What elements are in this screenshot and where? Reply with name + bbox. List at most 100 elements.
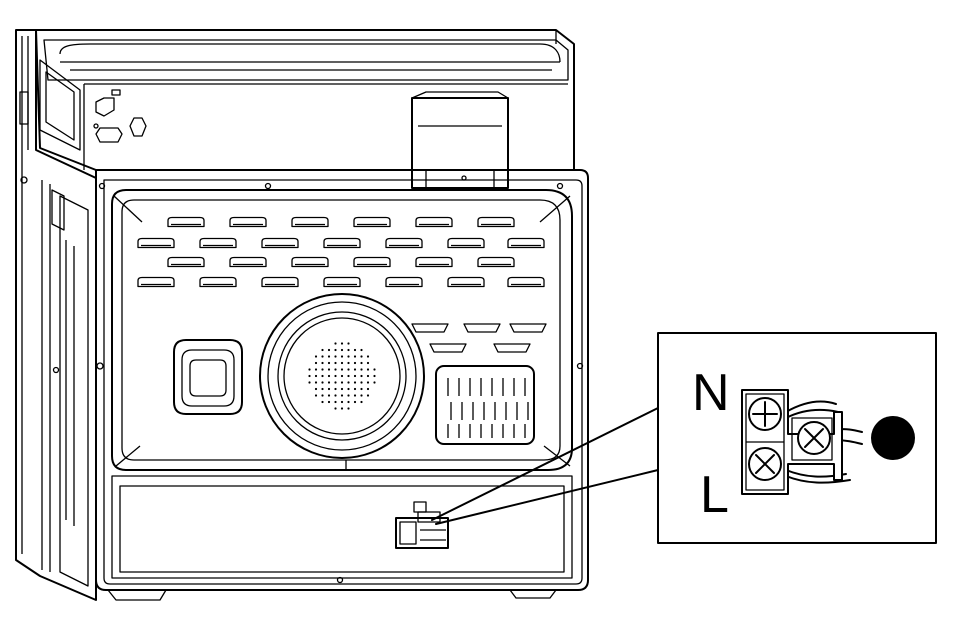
grille-dot: [373, 381, 376, 384]
grille-dot: [366, 355, 370, 358]
side-grille: [435, 365, 535, 445]
vent-slot: [447, 237, 485, 249]
grille-dot: [314, 368, 318, 371]
grille-dot: [373, 374, 376, 378]
grille-dot: [321, 355, 324, 358]
grille-dot: [334, 348, 337, 352]
vent-slot: [199, 237, 237, 249]
motor-cover: [411, 91, 509, 189]
grille-dot: [308, 368, 311, 371]
vent-slot: [385, 276, 423, 288]
grille-dot: [340, 381, 344, 384]
grille-dot: [347, 407, 350, 410]
grille-dot: [360, 368, 363, 371]
vent-slot: [415, 256, 453, 268]
terminal-detail-callout: N L: [657, 332, 937, 544]
grille-dot: [366, 381, 370, 384]
grille-dot: [353, 394, 357, 397]
vent-slot: [411, 323, 449, 333]
vent-slot: [199, 276, 237, 288]
grille-dot: [321, 394, 324, 397]
grille-dot: [314, 387, 318, 391]
grille-dot: [353, 374, 357, 378]
vent-slot: [167, 256, 205, 268]
grille-dot: [347, 387, 350, 391]
neutral-screw: [748, 397, 782, 431]
vent-slot: [137, 276, 175, 288]
live-screw: [748, 447, 782, 481]
grille-dot: [334, 400, 337, 404]
grille-dot: [321, 368, 324, 371]
oven-back-panel: [95, 169, 589, 601]
grille-dot: [334, 381, 337, 384]
live-label: L: [700, 466, 729, 524]
grille-dot: [321, 387, 324, 391]
vent-slot: [507, 276, 545, 288]
vent-slot: [261, 237, 299, 249]
grille-dot: [366, 361, 370, 365]
vent-slot: [463, 323, 501, 333]
grille-dot: [321, 381, 324, 384]
grille-dot: [340, 374, 344, 378]
grille-dot: [314, 394, 318, 397]
grille-dot: [366, 368, 370, 371]
vent-slot: [291, 256, 329, 268]
grille-dot: [321, 374, 324, 378]
grille-dot: [314, 355, 318, 358]
grille-dot: [340, 348, 344, 352]
grille-dot: [347, 381, 350, 384]
grille-dot: [353, 368, 357, 371]
grille-dot: [353, 400, 357, 404]
oven-terminal-block: [395, 501, 449, 549]
grille-dot: [360, 361, 363, 365]
grille-dot: [334, 361, 337, 365]
fan-grille-dots: [308, 342, 376, 410]
grille-dot: [360, 374, 363, 378]
vent-slot: [415, 216, 453, 228]
grille-dot: [347, 348, 350, 352]
grille-dot: [347, 394, 350, 397]
grille-dot: [340, 387, 344, 391]
grille-dot: [360, 387, 363, 391]
grille-dot: [347, 342, 350, 345]
vent-slot: [353, 256, 391, 268]
grille-dot: [353, 381, 357, 384]
grille-dot: [340, 342, 344, 345]
grille-dot: [334, 368, 337, 371]
grille-dot: [334, 342, 337, 345]
vent-slot: [229, 216, 267, 228]
grille-dot: [327, 355, 331, 358]
grille-dot: [340, 400, 344, 404]
grille-dot: [360, 355, 363, 358]
grille-dot: [340, 394, 344, 397]
grille-dot: [334, 387, 337, 391]
vent-slot: [477, 216, 515, 228]
grille-dot: [334, 407, 337, 410]
vent-slot: [447, 276, 485, 288]
grille-dot: [327, 368, 331, 371]
vent-slot: [323, 237, 361, 249]
grille-dot: [321, 348, 324, 352]
grille-dot: [353, 348, 357, 352]
grille-dot: [327, 394, 331, 397]
grille-dot: [347, 355, 350, 358]
grille-dot: [347, 361, 350, 365]
grille-dot: [353, 387, 357, 391]
vent-slot: [261, 276, 299, 288]
grille-dot: [340, 368, 344, 371]
oven-side-panel: [15, 29, 104, 601]
lamp-housing: [173, 339, 243, 415]
grille-dot: [334, 355, 337, 358]
vent-slot: [167, 216, 205, 228]
vent-slot: [385, 237, 423, 249]
grille-dot: [327, 400, 331, 404]
earth-screw: [797, 421, 831, 455]
grille-dot: [340, 361, 344, 365]
vent-slot: [291, 216, 329, 228]
vent-slot: [507, 237, 545, 249]
grille-dot: [314, 381, 318, 384]
grille-dot: [366, 394, 370, 397]
oven-top-housing: [35, 29, 575, 171]
grille-dot: [327, 348, 331, 352]
grille-dot: [347, 400, 350, 404]
